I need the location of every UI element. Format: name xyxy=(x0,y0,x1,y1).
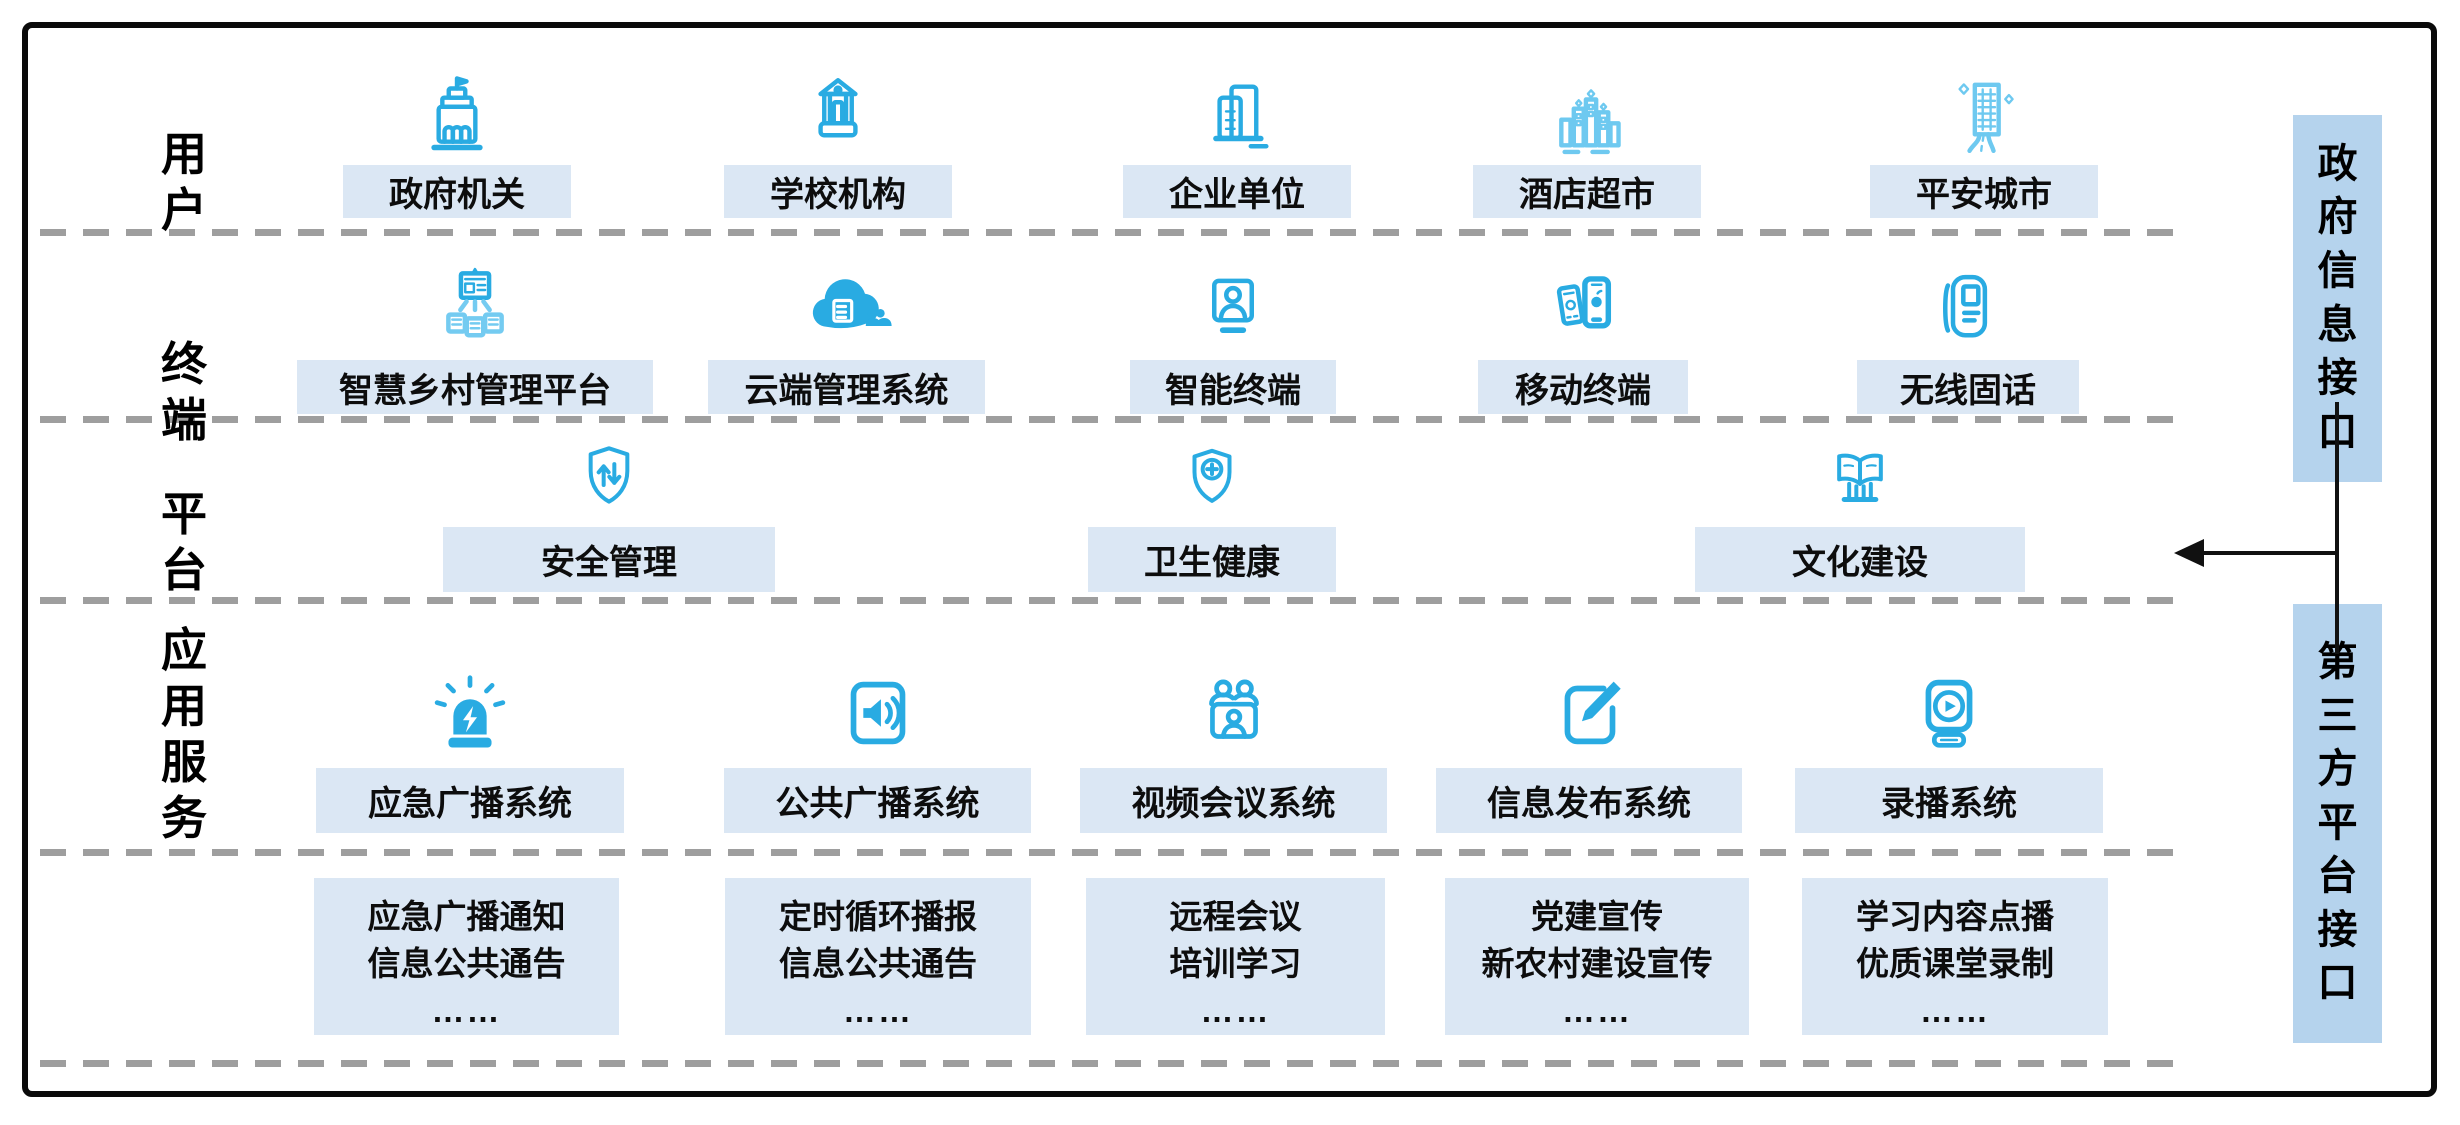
user-item-government: 政府机关 xyxy=(343,72,571,218)
app-chip: 信息发布系统 xyxy=(1436,768,1742,833)
detail-line: 定时循环播报 xyxy=(779,898,977,935)
terminal-item-wireless-phone: 无线固话 xyxy=(1857,263,2079,414)
outer-border xyxy=(22,22,2437,1097)
school-icon xyxy=(818,78,858,138)
ellipsis: …… xyxy=(1920,991,1990,1029)
dashed-separator-3 xyxy=(40,597,2185,604)
user-chip: 酒店超市 xyxy=(1473,165,1701,218)
dashed-separator-5 xyxy=(40,1060,2185,1067)
section-label-users: 用户 xyxy=(161,128,207,237)
mobile-terminal-icon xyxy=(1556,276,1612,329)
culture-book-icon xyxy=(1837,453,1883,502)
user-chip: 学校机构 xyxy=(724,165,952,218)
dashed-separator-2 xyxy=(40,416,2185,423)
terminal-item-smart-terminal: 智能终端 xyxy=(1130,263,1336,414)
terminal-item-mobile: 移动终端 xyxy=(1478,263,1688,414)
left-arrowhead-icon xyxy=(2174,539,2204,567)
recording-system-icon xyxy=(1925,679,1973,748)
detail-line: 信息公共通告 xyxy=(367,944,566,982)
detail-line: 远程会议 xyxy=(1169,898,1302,935)
detail-box-party: 党建宣传 新农村建设宣传 …… xyxy=(1445,878,1749,1035)
smart-terminal-icon xyxy=(1212,278,1254,333)
detail-line: 优质课堂录制 xyxy=(1856,944,2054,982)
info-publish-icon xyxy=(1564,681,1621,745)
detail-box-meeting: 远程会议 培训学习 …… xyxy=(1086,878,1385,1035)
section-label-terminals: 终端 xyxy=(161,338,207,447)
emergency-siren-icon xyxy=(434,675,506,748)
health-shield-icon xyxy=(1192,448,1232,503)
platform-chip: 文化建设 xyxy=(1695,527,2025,592)
dashed-separator-4 xyxy=(40,849,2185,856)
user-chip: 政府机关 xyxy=(343,165,571,218)
video-conference-icon xyxy=(1208,679,1259,739)
section-label-platform: 平台 xyxy=(161,488,207,597)
user-item-safe-city: 平安城市 xyxy=(1870,72,2098,218)
app-chip: 录播系统 xyxy=(1795,768,2103,833)
app-item-public-broadcast: 公共广播系统 xyxy=(724,666,1031,833)
detail-line: 党建宣传 xyxy=(1531,898,1663,935)
platform-item-culture: 文化建设 xyxy=(1695,440,2025,592)
terminal-chip: 云端管理系统 xyxy=(708,360,985,414)
detail-line: 新农村建设宣传 xyxy=(1481,944,1713,982)
side-panel-third-party-interface: 第三方平台接口 xyxy=(2293,604,2382,1043)
section-label-app-services: 应用服务 xyxy=(161,624,207,845)
connector-arrow-line xyxy=(2202,551,2339,555)
ellipsis: …… xyxy=(1200,991,1271,1029)
platform-chip: 安全管理 xyxy=(443,527,775,592)
cloud-management-icon xyxy=(812,279,892,329)
security-shield-icon xyxy=(588,446,630,504)
hotel-market-icon xyxy=(1559,89,1621,155)
ellipsis: …… xyxy=(1562,991,1632,1029)
platform-item-health: 卫生健康 xyxy=(1088,440,1336,592)
detail-line: 应急广播通知 xyxy=(367,898,566,935)
side-panel-label: 第三方平台接口 xyxy=(2317,639,2358,1006)
app-chip: 公共广播系统 xyxy=(724,768,1031,833)
ellipsis: …… xyxy=(843,991,913,1029)
terminal-chip: 无线固话 xyxy=(1857,360,2079,414)
dashed-separator-1 xyxy=(40,229,2185,236)
user-item-school: 学校机构 xyxy=(724,72,952,218)
terminal-item-village-platform: 智慧乡村管理平台 xyxy=(297,263,653,414)
public-broadcast-icon xyxy=(850,681,905,745)
user-chip: 企业单位 xyxy=(1123,165,1351,218)
user-chip: 平安城市 xyxy=(1870,165,2098,218)
wireless-phone-icon xyxy=(1943,274,1988,338)
detail-line: 学习内容点播 xyxy=(1856,898,2054,935)
app-item-emergency-broadcast: 应急广播系统 xyxy=(316,666,624,833)
platform-chip: 卫生健康 xyxy=(1088,527,1336,592)
app-chip: 应急广播系统 xyxy=(316,768,624,833)
terminal-chip: 智能终端 xyxy=(1130,360,1336,414)
office-buildings-icon xyxy=(1213,84,1269,149)
smart-village-platform-icon xyxy=(446,267,504,338)
app-item-info-publish: 信息发布系统 xyxy=(1436,666,1742,833)
detail-box-learning: 学习内容点播 优质课堂录制 …… xyxy=(1802,878,2108,1035)
government-building-icon xyxy=(431,76,483,151)
terminal-item-cloud: 云端管理系统 xyxy=(708,263,985,414)
user-item-enterprise: 企业单位 xyxy=(1123,72,1351,218)
side-panel-label: 政府信息接口 xyxy=(2317,141,2358,454)
app-chip: 视频会议系统 xyxy=(1080,768,1387,833)
safe-city-icon xyxy=(1958,82,2014,154)
platform-item-security: 安全管理 xyxy=(443,440,775,592)
connector-vertical-line xyxy=(2335,402,2339,654)
user-item-hotel: 酒店超市 xyxy=(1473,72,1701,218)
detail-line: 培训学习 xyxy=(1169,944,1302,982)
app-item-video-conference: 视频会议系统 xyxy=(1080,666,1387,833)
terminal-chip: 移动终端 xyxy=(1478,360,1688,414)
ellipsis: …… xyxy=(431,991,502,1029)
detail-box-emergency: 应急广播通知 信息公共通告 …… xyxy=(314,878,619,1035)
detail-box-scheduled: 定时循环播报 信息公共通告 …… xyxy=(725,878,1031,1035)
app-item-recording: 录播系统 xyxy=(1795,666,2103,833)
detail-line: 信息公共通告 xyxy=(779,944,977,982)
terminal-chip: 智慧乡村管理平台 xyxy=(297,360,653,414)
